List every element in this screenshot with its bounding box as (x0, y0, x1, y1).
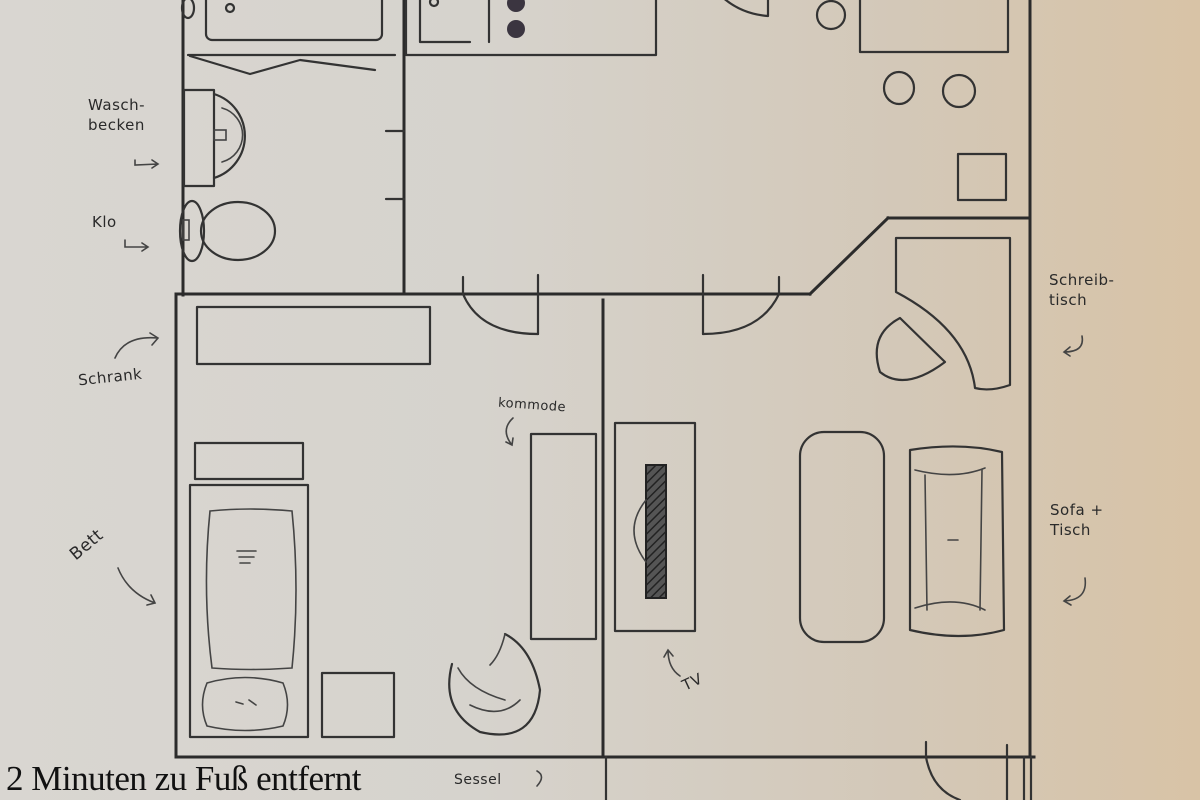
chair-icon (941, 73, 977, 109)
annotation-arrows (114, 159, 1087, 787)
arrow-icon (114, 332, 160, 359)
tv-stand (613, 421, 697, 633)
chair-icon (882, 70, 916, 106)
shower-curtain (188, 54, 377, 76)
label-waschbecken: Wasch- becken (88, 96, 146, 134)
bedroom (188, 305, 598, 739)
arrow-icon (505, 417, 514, 447)
bed-icon (188, 483, 310, 739)
arrow-icon (1062, 335, 1084, 357)
arrow-icon (536, 770, 543, 787)
wardrobe (195, 305, 432, 366)
kitchen-counter (404, 0, 658, 57)
tv-icon (645, 464, 667, 599)
table (858, 0, 1010, 54)
interior-walls (174, 215, 1032, 759)
desk-chair-icon (875, 316, 947, 382)
door-bedroom (461, 273, 540, 336)
dresser-kommode (529, 432, 598, 641)
nightstand (193, 441, 305, 481)
caption-distance: 2 Minuten zu Fuß entfernt (6, 759, 361, 798)
armchair-sessel-icon (448, 632, 542, 736)
arrow-icon (117, 567, 157, 606)
label-klo: Klo (92, 213, 117, 231)
storage-box (956, 152, 1008, 202)
bathtub-icon (204, 0, 384, 42)
arrow-icon (1062, 577, 1087, 606)
side-table (320, 671, 396, 739)
living-room (604, 236, 1033, 800)
toilet-icon (178, 199, 277, 263)
arrow-icon (663, 648, 681, 677)
stove-burner-icon (507, 0, 525, 12)
label-sofa-tisch: Sofa + Tisch (1050, 501, 1104, 539)
arrow-icon (134, 159, 160, 169)
bathroom (178, 0, 406, 295)
coffee-table-tisch (908, 445, 1006, 638)
door-living (701, 273, 781, 336)
sofa-icon (798, 430, 886, 644)
label-schreibtisch: Schreib- tisch (1049, 271, 1115, 309)
stove-burner-icon (507, 20, 525, 38)
sink-icon (182, 88, 246, 188)
entrance-door (604, 740, 1033, 800)
desk-schreibtisch (875, 236, 1012, 391)
label-sessel: Sessel (454, 772, 502, 788)
outer-walls (174, 0, 1036, 759)
kitchen (404, 0, 1010, 202)
arrow-icon (124, 239, 150, 252)
